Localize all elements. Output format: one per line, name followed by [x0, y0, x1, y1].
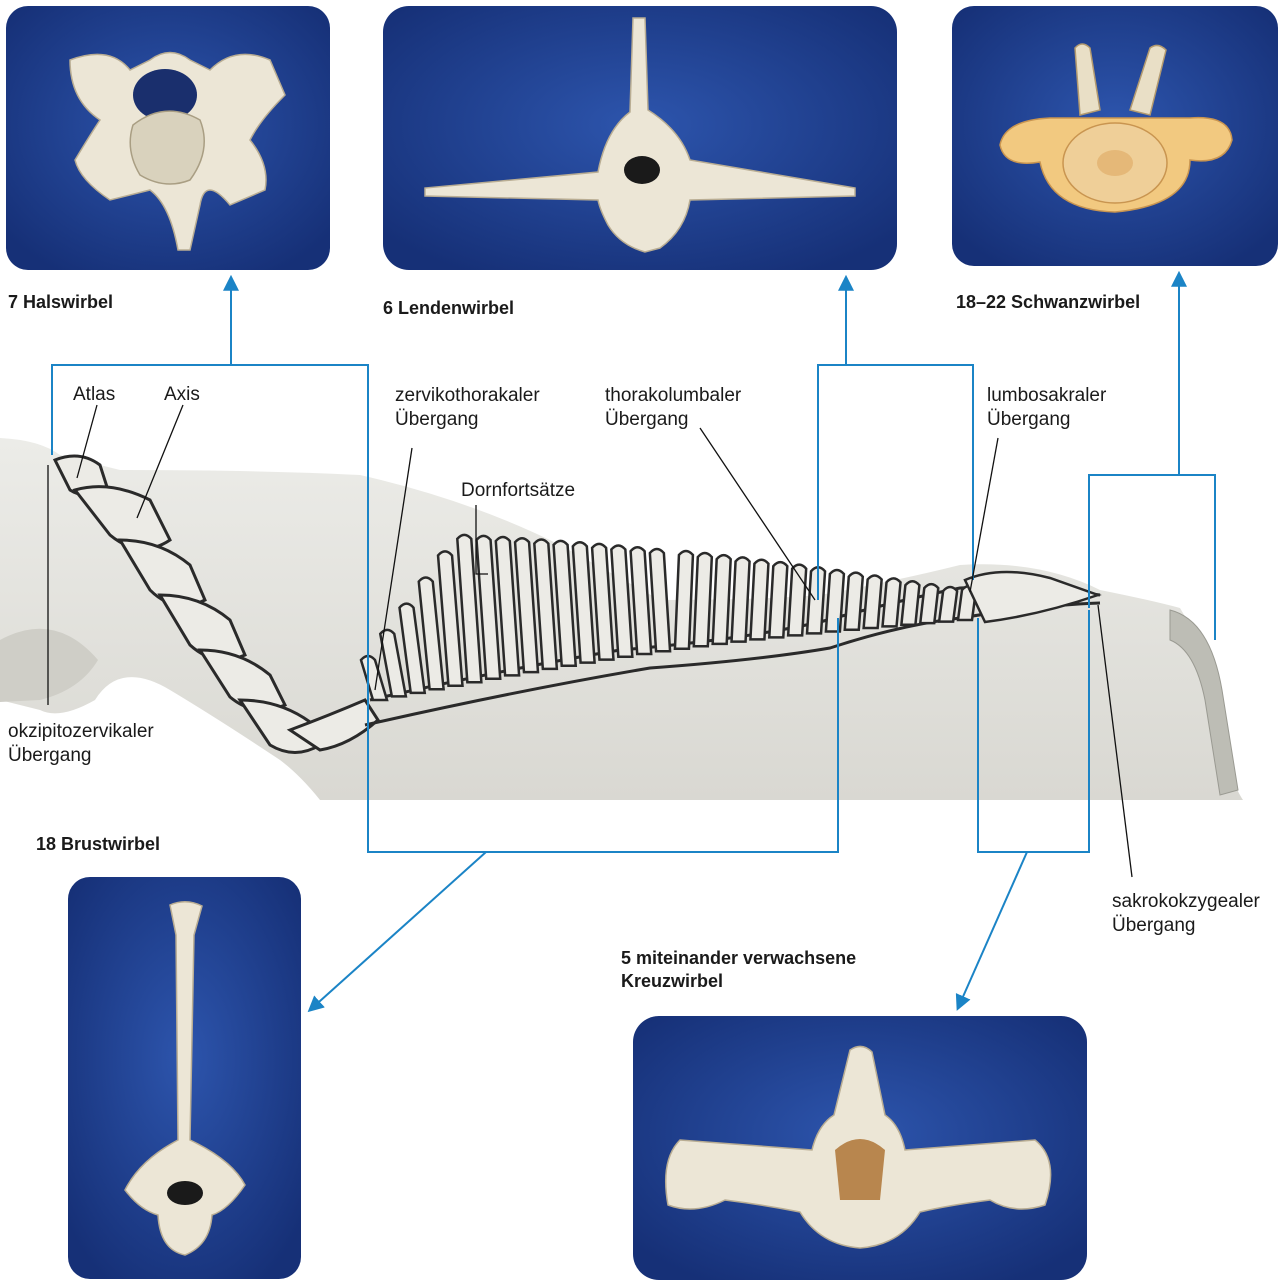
photo-caudal-vertebra [952, 6, 1278, 266]
photo-cervical-vertebra [6, 6, 330, 270]
spinous-process [920, 584, 938, 623]
label-sacral-line1: 5 miteinander verwachsene [621, 948, 856, 968]
spinous-process [769, 562, 787, 637]
label-thorakolumbal-line1: thorakolumbaler [605, 385, 742, 406]
label-okzipitozervikal-line2: Übergang [8, 745, 91, 766]
label-thorakolumbal-line2: Übergang [605, 409, 688, 430]
spinous-process [750, 560, 768, 640]
spinous-process [826, 570, 844, 632]
label-caudal: 18–22 Schwanzwirbel [956, 292, 1140, 312]
spinous-process [883, 578, 901, 626]
photo-thoracic-vertebra [68, 877, 301, 1279]
label-thoracic: 18 Brustwirbel [36, 834, 160, 854]
spinous-process [901, 581, 919, 625]
label-lumbosakral-line1: lumbosakraler [987, 385, 1107, 406]
photo-lumbar-vertebra [383, 6, 897, 270]
label-cervical: 7 Halswirbel [8, 292, 113, 312]
spinous-process [864, 575, 882, 628]
spinous-process [694, 553, 712, 646]
label-zervikothorakal-line1: zervikothorakaler [395, 385, 540, 406]
photo-sacral-vertebra [633, 1016, 1087, 1280]
spinous-process [675, 551, 693, 649]
label-lumbosakral-line2: Übergang [987, 409, 1070, 430]
label-atlas: Atlas [73, 384, 115, 405]
label-sakrokokzygeal-line2: Übergang [1112, 915, 1195, 936]
spinous-process [939, 587, 957, 622]
bracket-lumbar [818, 365, 973, 600]
arrow-to-sacral-photo [958, 852, 1027, 1008]
spinous-process [732, 557, 750, 641]
spinous-process [845, 573, 863, 630]
label-zervikothorakal-line2: Übergang [395, 409, 478, 430]
label-okzipitozervikal-line1: okzipitozervikaler [8, 721, 154, 742]
label-axis: Axis [164, 384, 200, 405]
label-lumbar: 6 Lendenwirbel [383, 298, 514, 318]
arrow-to-thoracic-photo [310, 852, 486, 1010]
label-sakrokokzygeal-line1: sakrokokzygealer [1112, 891, 1261, 912]
spinous-process [788, 565, 806, 636]
label-sacral-line2: Kreuzwirbel [621, 971, 723, 991]
spinous-process [807, 567, 825, 633]
spinous-process [713, 555, 731, 644]
label-dornfortsaetze: Dornfortsätze [461, 480, 575, 501]
